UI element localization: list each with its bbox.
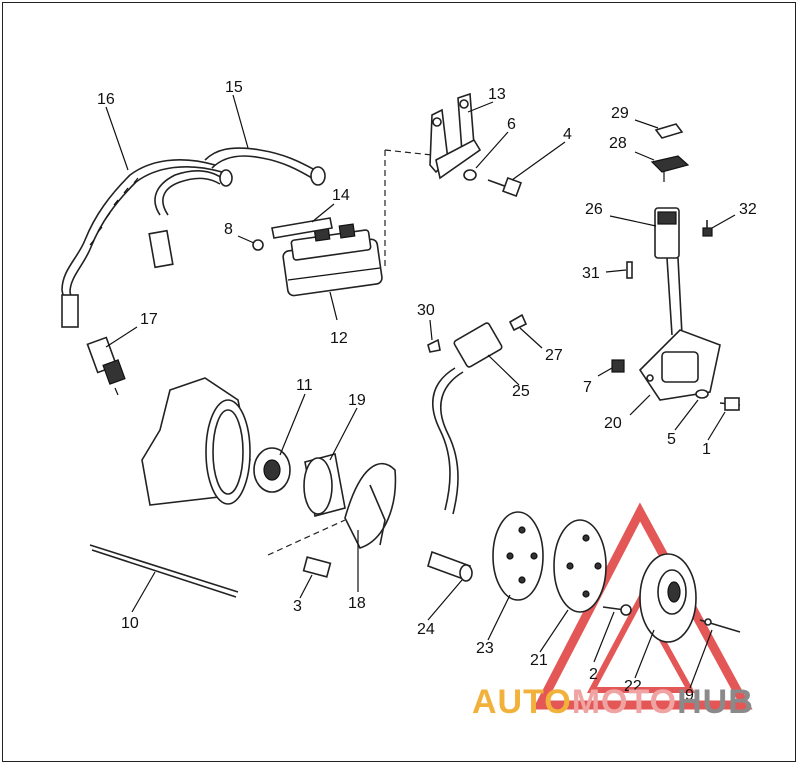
terminal-30 xyxy=(427,338,441,353)
label-2: 2 xyxy=(589,666,598,683)
ignition-module-20 xyxy=(638,329,721,401)
ignition-coil-12 xyxy=(282,223,383,297)
washer-5 xyxy=(695,389,709,399)
connector-28 xyxy=(650,155,690,182)
watermark-moto: MOTO xyxy=(571,683,678,721)
label-12: 12 xyxy=(330,330,348,347)
label-24: 24 xyxy=(417,621,435,638)
disc-23 xyxy=(492,511,544,601)
leader-lines xyxy=(105,94,736,689)
screw-2 xyxy=(602,604,632,616)
label-1: 1 xyxy=(702,441,711,458)
bolt-4 xyxy=(487,177,522,197)
label-13: 13 xyxy=(488,86,506,103)
watermark-auto: AUTO xyxy=(472,683,572,721)
coil-bracket-14 xyxy=(271,217,333,239)
label-30: 30 xyxy=(417,302,435,319)
label-28: 28 xyxy=(609,135,627,152)
label-27: 27 xyxy=(545,347,563,364)
wire-15 xyxy=(148,147,326,269)
module-connector-26 xyxy=(654,207,683,336)
terminal-27 xyxy=(508,313,528,332)
label-23: 23 xyxy=(476,640,494,657)
label-29: 29 xyxy=(611,105,629,122)
label-16: 16 xyxy=(97,91,115,108)
bolt-3 xyxy=(302,556,332,578)
label-5: 5 xyxy=(667,431,676,448)
screw-32 xyxy=(702,220,713,237)
shaft-24 xyxy=(427,550,473,582)
label-15: 15 xyxy=(225,79,243,96)
cover-29 xyxy=(654,123,684,139)
pin-9 xyxy=(699,618,741,633)
label-19: 19 xyxy=(348,392,366,409)
terminal-31 xyxy=(626,261,633,279)
spark-plug-17 xyxy=(86,336,126,396)
screw-1 xyxy=(719,397,741,411)
hub-22 xyxy=(639,553,697,643)
label-10: 10 xyxy=(121,615,139,632)
label-8: 8 xyxy=(224,221,233,238)
label-17: 17 xyxy=(140,311,158,328)
tie-strap-10 xyxy=(89,544,239,598)
label-31: 31 xyxy=(582,265,600,282)
watermark-hub: HUB xyxy=(677,683,754,721)
nut-8 xyxy=(252,239,264,251)
label-25: 25 xyxy=(512,383,530,400)
label-4: 4 xyxy=(563,126,572,143)
label-11: 11 xyxy=(296,377,313,394)
label-14: 14 xyxy=(332,187,350,204)
label-20: 20 xyxy=(604,415,622,432)
bracket-13 xyxy=(429,92,482,180)
label-32: 32 xyxy=(739,201,757,218)
washer-6 xyxy=(463,169,477,181)
bolt-3-dashline xyxy=(267,519,346,556)
rotor-19 xyxy=(303,453,346,517)
seal-11 xyxy=(253,447,291,493)
pickup-connector-25 xyxy=(431,322,503,515)
nut-7 xyxy=(611,359,625,373)
label-9: 9 xyxy=(685,687,694,704)
watermark-text: AUTOMOTOHUB xyxy=(472,683,754,721)
label-6: 6 xyxy=(507,116,516,133)
label-7: 7 xyxy=(583,379,592,396)
sensor-plate-18 xyxy=(344,462,397,549)
label-18: 18 xyxy=(348,595,366,612)
disc-21 xyxy=(553,519,607,613)
cover-housing xyxy=(141,377,251,506)
label-22: 22 xyxy=(624,678,642,695)
label-3: 3 xyxy=(293,598,302,615)
label-21: 21 xyxy=(530,652,548,669)
coil-mount-dashline xyxy=(384,149,433,268)
spark-plug-wire-16 xyxy=(61,159,223,328)
label-26: 26 xyxy=(585,201,603,218)
